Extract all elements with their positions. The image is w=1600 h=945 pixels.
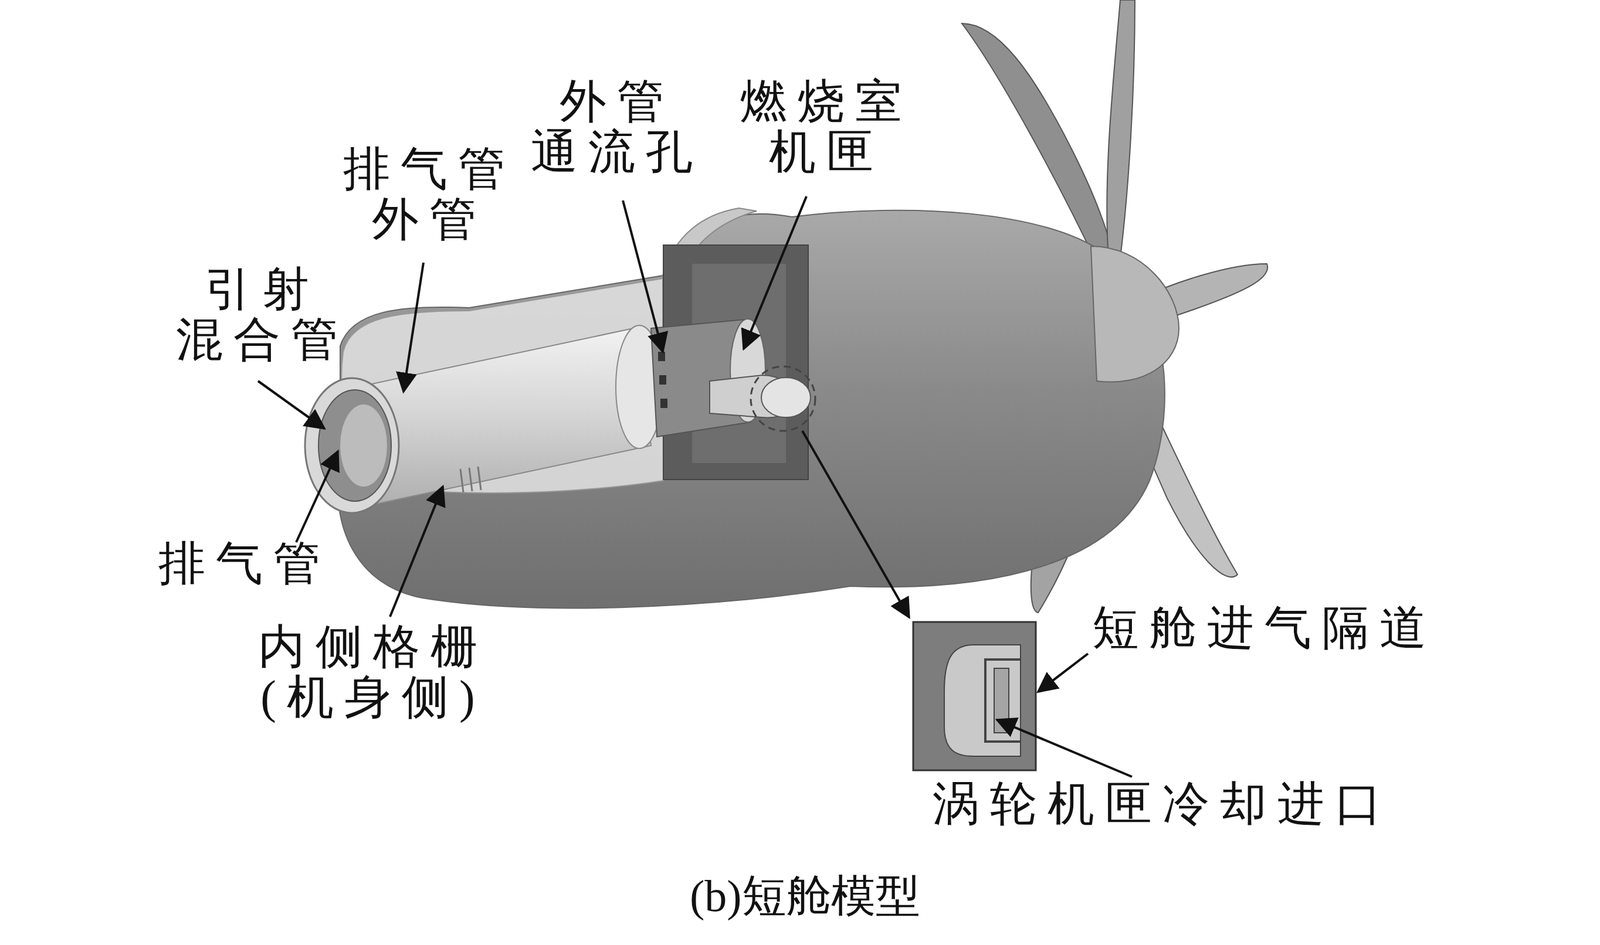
- flow-holes: [658, 351, 668, 409]
- outer-tube: [357, 328, 652, 505]
- callout-label: 短舱进气隔道: [1092, 602, 1437, 654]
- detail-inset: [913, 622, 1036, 771]
- callout-label: 燃烧室 机匣: [740, 76, 913, 178]
- callout-label: 排气管 外管: [343, 143, 516, 246]
- inset-inner: [985, 659, 1021, 742]
- inlet-cap: [761, 377, 811, 418]
- callout-label: 排气管: [158, 538, 331, 589]
- nacelle-body: [337, 210, 1165, 609]
- inner-grille: [460, 466, 481, 493]
- callout-label: 外管 通流孔: [530, 76, 704, 178]
- exhaust-pipe-mouth: [318, 390, 392, 502]
- detail-circle: [750, 366, 816, 432]
- leader-lines: [258, 196, 1132, 778]
- spinner: [1090, 246, 1179, 383]
- inset-duct: [944, 645, 1021, 757]
- callout-label: 涡轮机匣冷却进口: [932, 778, 1393, 830]
- callout-label: 引射 混合管: [175, 263, 349, 366]
- figure-caption: (b)短舱模型: [689, 866, 921, 928]
- exhaust-pipe-inner: [340, 404, 388, 487]
- callout-label: 内侧格栅 (机身侧): [258, 621, 488, 724]
